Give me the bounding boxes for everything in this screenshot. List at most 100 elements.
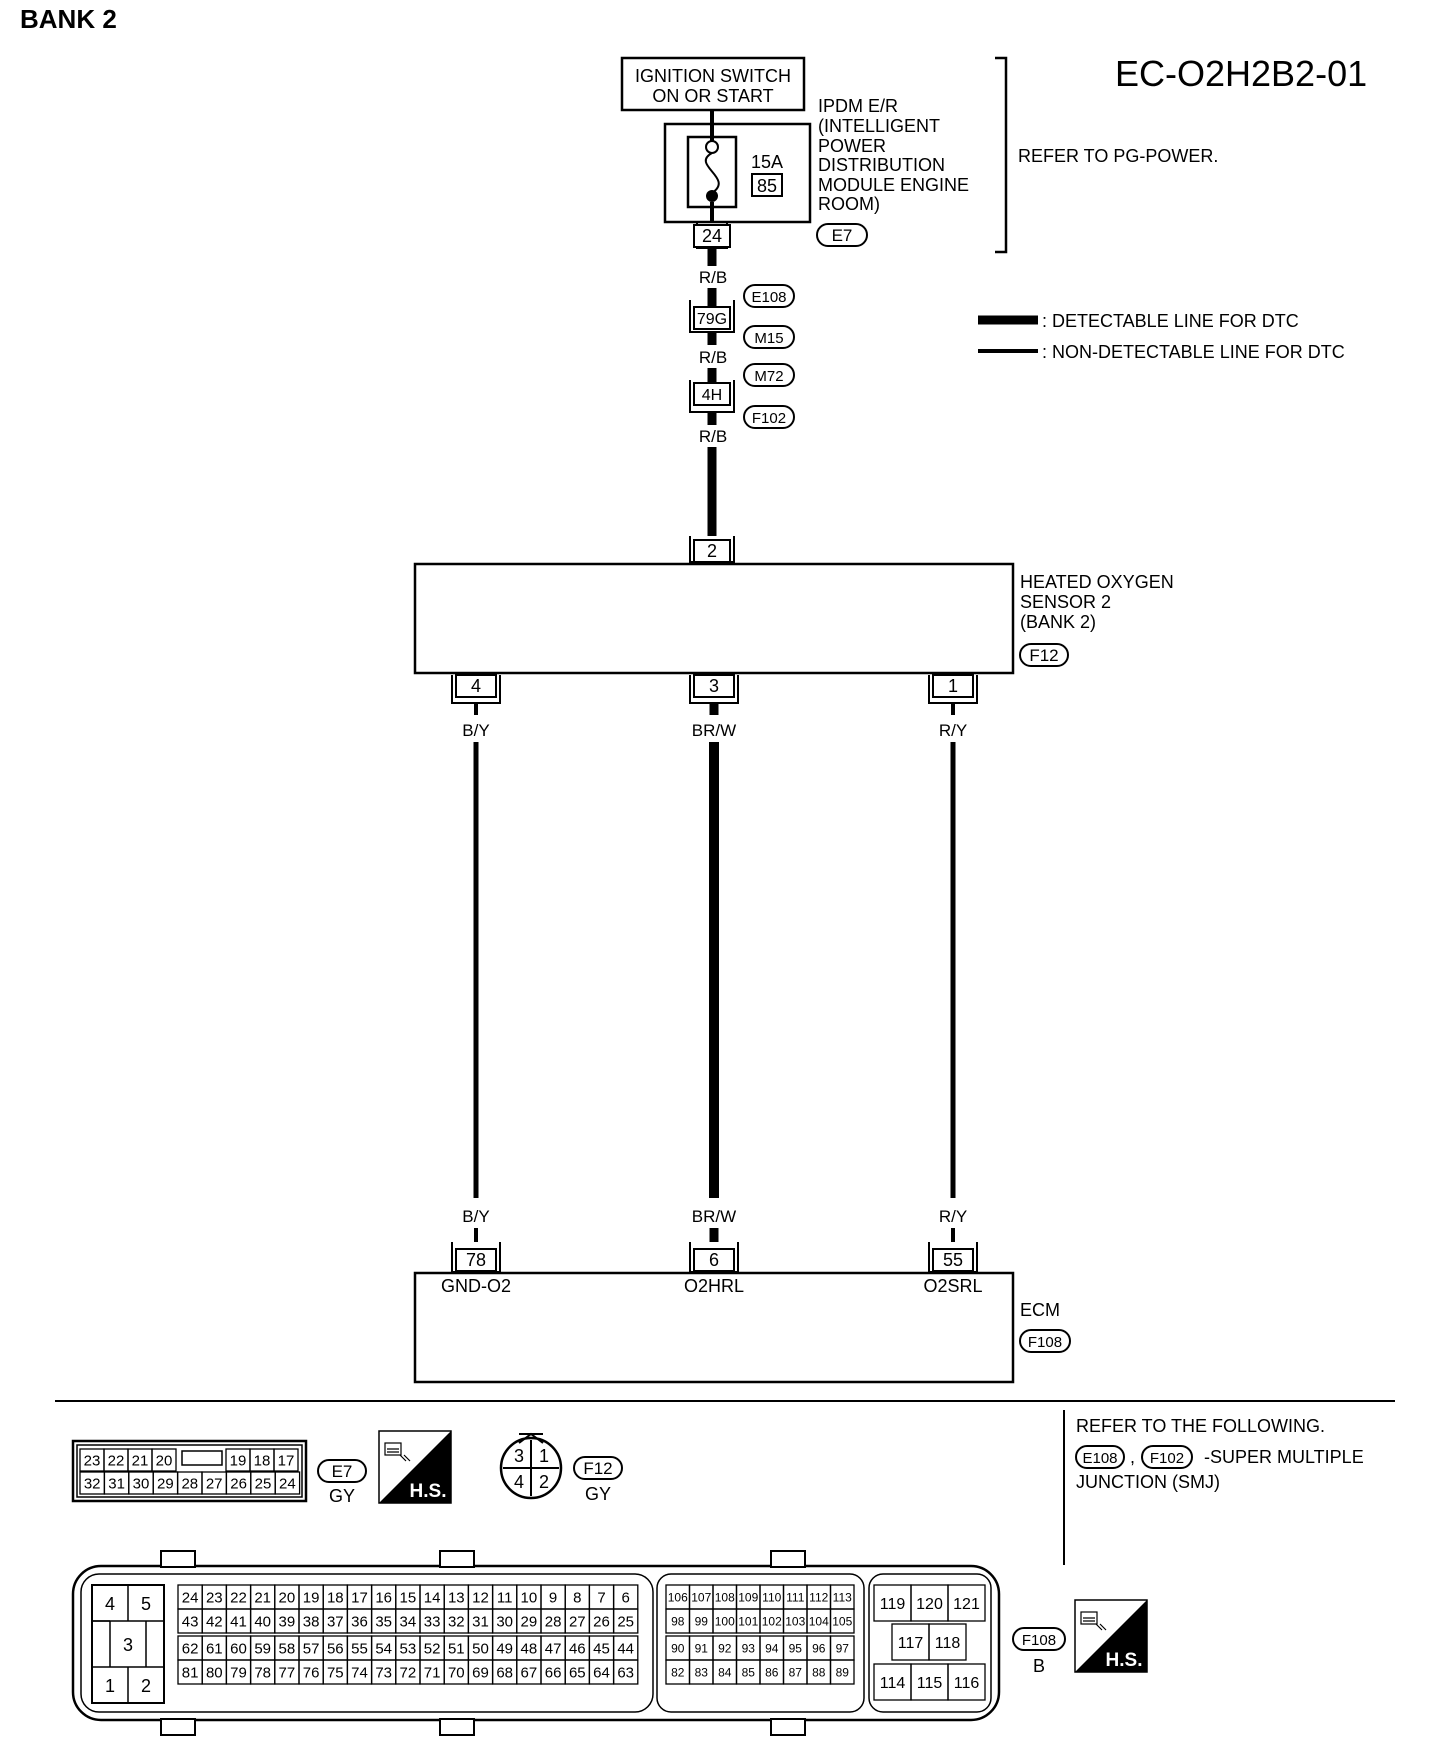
svg-text:104: 104: [809, 1614, 829, 1628]
connector-pin: 17: [273, 1448, 299, 1472]
connector-pin: 29: [516, 1608, 542, 1634]
svg-text:51: 51: [448, 1640, 465, 1657]
connector-pin: 116: [947, 1663, 986, 1701]
svg-text:103: 103: [785, 1614, 805, 1628]
connector-pin: 63: [612, 1659, 639, 1685]
wire-label-brw-bottom: BR/W: [692, 1207, 736, 1226]
connector-pin: 46: [564, 1635, 591, 1661]
svg-text:82: 82: [671, 1665, 685, 1679]
connector-e108-tag: E108: [743, 284, 795, 308]
connector-f108-face: 4 5 3 1 2: [71, 1550, 1001, 1736]
connector-pin: 13: [443, 1584, 470, 1610]
svg-text:54: 54: [375, 1640, 392, 1657]
connector-pin: 34: [395, 1608, 421, 1634]
svg-text:87: 87: [789, 1665, 803, 1679]
ipdm-label-4: DISTRIBUTION: [818, 155, 945, 175]
svg-text:86: 86: [765, 1665, 779, 1679]
connector-pin: 71: [419, 1659, 445, 1685]
connector-pin: 35: [370, 1608, 397, 1634]
connector-pin: 28: [540, 1608, 566, 1634]
svg-text:72: 72: [400, 1664, 417, 1681]
connector-pin: 107: [688, 1584, 714, 1610]
svg-text:23: 23: [84, 1452, 101, 1469]
svg-text:74: 74: [351, 1664, 368, 1681]
connector-pin: 115: [910, 1663, 949, 1701]
wire-label-by-top: B/Y: [462, 721, 489, 740]
connector-pin: 26: [225, 1471, 252, 1495]
heated-oxygen-sensor: [413, 562, 1015, 675]
svg-text:58: 58: [279, 1640, 296, 1657]
wire-label-ry-bottom: R/Y: [939, 1207, 967, 1226]
svg-text:26: 26: [593, 1613, 610, 1630]
svg-text:69: 69: [472, 1664, 489, 1681]
svg-text:79: 79: [230, 1664, 247, 1681]
svg-text:M72: M72: [754, 368, 783, 385]
ignition-line1: IGNITION SWITCH: [635, 66, 791, 86]
svg-text:78: 78: [254, 1664, 271, 1681]
connector-pin: 20: [274, 1584, 300, 1610]
svg-text:90: 90: [671, 1641, 685, 1655]
svg-text:31: 31: [108, 1475, 125, 1492]
svg-text:42: 42: [206, 1613, 223, 1630]
connector-pin: 31: [467, 1608, 494, 1634]
svg-text:108: 108: [715, 1590, 735, 1604]
connector-pin: 74: [346, 1659, 373, 1685]
connector-pin: 24: [177, 1584, 203, 1610]
svg-text:17: 17: [351, 1589, 368, 1606]
svg-text:93: 93: [742, 1641, 756, 1655]
connector-pin: 92: [712, 1635, 738, 1661]
svg-text:19: 19: [230, 1452, 247, 1469]
wire-label-by-bottom: B/Y: [462, 1207, 489, 1226]
ecm-signal-gnd-o2: GND-O2: [441, 1276, 511, 1296]
connector-pin: 81: [177, 1659, 203, 1685]
connector-pin: 114: [873, 1663, 912, 1701]
svg-text:88: 88: [812, 1665, 826, 1679]
connector-pin: 101: [735, 1608, 761, 1634]
svg-text:85: 85: [742, 1665, 756, 1679]
connector-pin: 19: [225, 1448, 251, 1472]
connector-pin: 55: [346, 1635, 373, 1661]
svg-text:1: 1: [105, 1676, 115, 1696]
sensor-pin-1: 1: [928, 674, 978, 704]
connector-pin: 32: [443, 1608, 470, 1634]
refer-following: REFER TO THE FOLLOWING.: [1076, 1416, 1325, 1436]
svg-text:34: 34: [400, 1613, 417, 1630]
connector-pin: 16: [370, 1584, 397, 1610]
connector-pin: 70: [443, 1659, 470, 1685]
connector-pin: 91: [688, 1635, 714, 1661]
svg-text:7: 7: [597, 1589, 605, 1606]
svg-text:100: 100: [715, 1614, 735, 1628]
connector-pin: 117: [891, 1623, 930, 1661]
svg-text:41: 41: [230, 1613, 247, 1630]
svg-text:32: 32: [448, 1613, 465, 1630]
connector-pin: 73: [370, 1659, 397, 1685]
connector-pin: 18: [322, 1584, 349, 1610]
connector-pin: 19: [298, 1584, 324, 1610]
svg-text:111: 111: [786, 1590, 805, 1604]
ecm-module: [413, 1271, 1015, 1384]
connector-pin: 24: [274, 1471, 301, 1495]
junction-4h: 4H: [702, 387, 722, 404]
connector-pin: 48: [516, 1635, 542, 1661]
svg-text:62: 62: [182, 1640, 199, 1657]
connector-pin: 25: [250, 1471, 276, 1495]
svg-text:73: 73: [375, 1664, 392, 1681]
svg-text:29: 29: [521, 1613, 538, 1630]
connector-pin: 61: [201, 1635, 228, 1661]
hs-badge-icon: H.S.: [378, 1430, 452, 1504]
svg-text:E7: E7: [332, 1462, 353, 1481]
svg-text:114: 114: [880, 1675, 906, 1692]
svg-text:4: 4: [514, 1472, 524, 1492]
connector-pin: 28: [176, 1471, 203, 1495]
connector-pin: 37: [322, 1608, 349, 1634]
svg-text:50: 50: [472, 1640, 489, 1657]
svg-text:H.S.: H.S.: [410, 1481, 447, 1502]
svg-text:59: 59: [254, 1640, 271, 1657]
connector-pin: 119: [873, 1584, 912, 1622]
svg-text:105: 105: [832, 1614, 852, 1628]
svg-text:F102: F102: [752, 410, 786, 427]
connector-f108-tag: F108: [1019, 1329, 1071, 1353]
wire-color-rb-3: R/B: [699, 427, 727, 446]
svg-text:45: 45: [593, 1640, 610, 1657]
svg-text:9: 9: [549, 1589, 557, 1606]
